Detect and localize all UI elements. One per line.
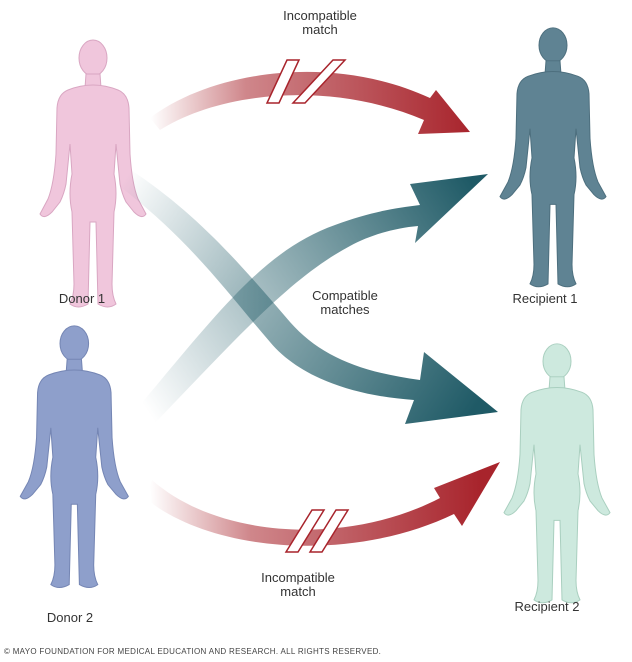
incompatible-label-bottom-line1: Incompatible: [261, 570, 335, 585]
incompatible-break-symbol-top: [265, 59, 347, 104]
compatible-arrow-donor1-to-recipient2: [118, 168, 498, 424]
incompatible-arrow-top: [150, 59, 470, 134]
incompatible-label-bottom-line2: match: [280, 584, 316, 599]
recipient-2-label: Recipient 2: [514, 599, 580, 614]
recipient-1-label: Recipient 1: [512, 291, 578, 306]
copyright-notice: © MAYO FOUNDATION FOR MEDICAL EDUCATION …: [4, 647, 382, 656]
compatible-label: Compatible matches: [290, 289, 400, 317]
donor-1-label: Donor 1: [58, 291, 106, 306]
incompatible-arrow-bottom: [145, 462, 500, 553]
incompatible-label-top-line2: match: [302, 22, 338, 37]
donor-2-label: Donor 2: [46, 610, 94, 625]
compatible-arrow-donor2-to-recipient1: [140, 174, 488, 428]
recipient-2-figure: [503, 343, 611, 604]
compatible-label-line1: Compatible: [312, 288, 378, 303]
incompatible-label-top: Incompatible match: [265, 9, 375, 37]
incompatible-break-symbol-bottom: [284, 509, 350, 553]
incompatible-label-top-line1: Incompatible: [283, 8, 357, 23]
incompatible-label-bottom: Incompatible match: [243, 571, 353, 599]
recipient-1-figure: [499, 27, 607, 288]
donor-2-figure: [19, 325, 129, 589]
compatible-label-line2: matches: [320, 302, 370, 317]
